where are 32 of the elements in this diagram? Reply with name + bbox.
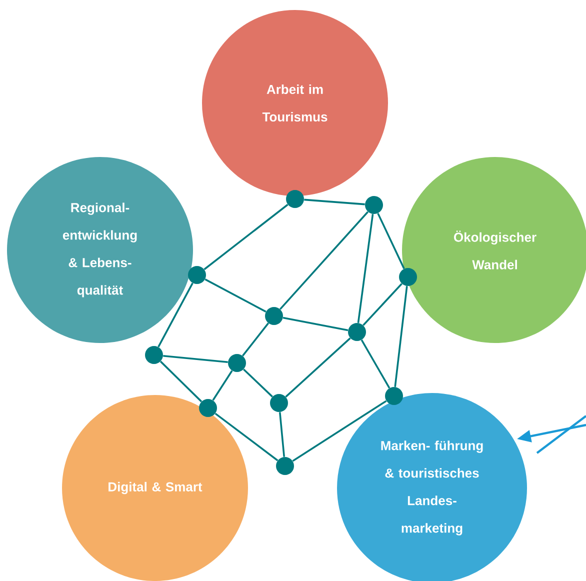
network-dot	[276, 457, 294, 475]
network-line	[377, 212, 405, 270]
network-line	[280, 211, 369, 310]
network-line	[214, 412, 278, 462]
network-line	[304, 198, 365, 206]
network-line	[243, 368, 273, 398]
network-dot	[286, 190, 304, 208]
network-line	[160, 360, 202, 402]
network-dot	[228, 354, 246, 372]
network-line	[278, 412, 286, 457]
network-line	[242, 322, 270, 356]
network-dot	[270, 394, 288, 412]
network-line	[158, 282, 194, 348]
network-dot	[265, 307, 283, 325]
network-dot	[348, 323, 366, 341]
network-dot	[199, 399, 217, 417]
network-line	[212, 370, 233, 401]
network-line	[204, 204, 288, 270]
network-line	[163, 355, 228, 364]
network-dot	[365, 196, 383, 214]
network-dot	[145, 346, 163, 364]
network-dot	[188, 266, 206, 284]
network-line	[360, 340, 390, 388]
network-dot	[385, 387, 403, 405]
network-line	[204, 278, 266, 312]
network-line	[394, 286, 408, 387]
network-line	[362, 283, 402, 326]
network-line	[285, 338, 351, 398]
network-line	[282, 316, 348, 332]
network-dot	[399, 268, 417, 286]
network-line	[357, 214, 374, 323]
network-line	[292, 400, 387, 462]
